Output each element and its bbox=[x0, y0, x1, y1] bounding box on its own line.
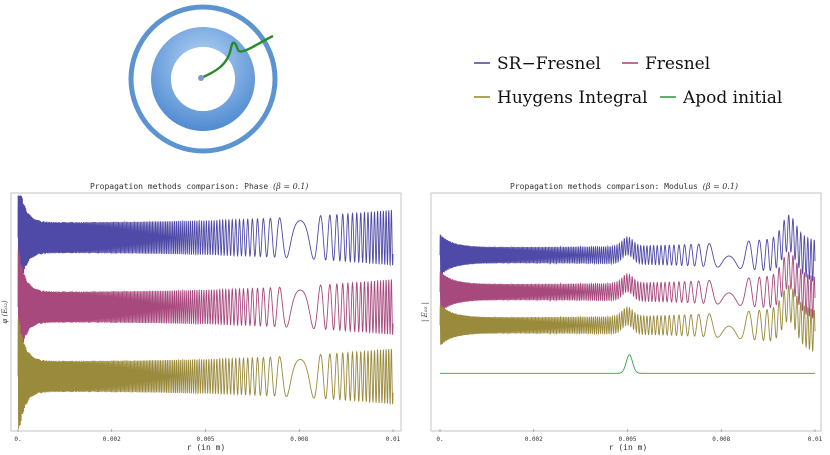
phase-chart-title: Propagation methods comparison: Phase (β… bbox=[90, 182, 308, 191]
x-tick-label: 0.01 bbox=[808, 436, 823, 443]
x-tick-label: 0.008 bbox=[290, 436, 308, 443]
x-tick-label: 0. bbox=[436, 436, 443, 443]
series-line-apod-initial bbox=[440, 354, 815, 374]
series-line-sr-fresnel bbox=[439, 214, 816, 283]
x-tick-label: 0.002 bbox=[103, 436, 121, 443]
x-tick-label: 0.005 bbox=[196, 436, 214, 443]
x-tick-label: 0.008 bbox=[712, 436, 730, 443]
phase-y-axis-label: φ (E₀₂) bbox=[1, 300, 9, 324]
modulus-plot-frame bbox=[430, 192, 822, 432]
series-line-huygens-integral bbox=[439, 284, 816, 353]
phase-x-ticks: 0. 0.002 0.005 0.008 0.01 bbox=[14, 429, 401, 443]
legend: SR−Fresnel Fresnel Huygens Integral Apod… bbox=[474, 54, 782, 108]
legend-label-apod: Apod initial bbox=[682, 88, 782, 108]
phase-plot-frame bbox=[10, 192, 402, 432]
series-line-sr-fresnel bbox=[17, 195, 394, 298]
center-dot bbox=[198, 75, 204, 81]
modulus-chart: Propagation methods comparison: Modulus … bbox=[421, 182, 823, 452]
radial-path bbox=[200, 34, 274, 80]
phase-chart: Propagation methods comparison: Phase (β… bbox=[1, 182, 402, 452]
modulus-series bbox=[439, 214, 816, 374]
series-line-fresnel bbox=[17, 248, 394, 367]
phase-x-axis-label: r (in m) bbox=[187, 443, 226, 452]
modulus-x-axis-label: r (in m) bbox=[609, 443, 648, 452]
modulus-chart-title: Propagation methods comparison: Modulus … bbox=[510, 182, 738, 191]
series-line-fresnel bbox=[439, 251, 816, 319]
ring-diagram bbox=[128, 4, 278, 154]
phase-series bbox=[17, 195, 394, 430]
legend-label-fresnel: Fresnel bbox=[645, 54, 710, 74]
modulus-x-ticks: 0. 0.002 0.005 0.008 0.01 bbox=[436, 429, 823, 443]
x-tick-label: 0.01 bbox=[386, 436, 401, 443]
x-tick-label: 0.005 bbox=[618, 436, 636, 443]
series-line-huygens-integral bbox=[17, 317, 394, 430]
legend-label-sr-fresnel: SR−Fresnel bbox=[497, 54, 601, 74]
legend-label-huygens: Huygens Integral bbox=[497, 88, 648, 108]
outer-ring bbox=[128, 4, 278, 154]
modulus-y-axis-label: | E₀₂ | bbox=[421, 302, 429, 322]
x-tick-label: 0. bbox=[14, 436, 21, 443]
x-tick-label: 0.002 bbox=[525, 436, 543, 443]
